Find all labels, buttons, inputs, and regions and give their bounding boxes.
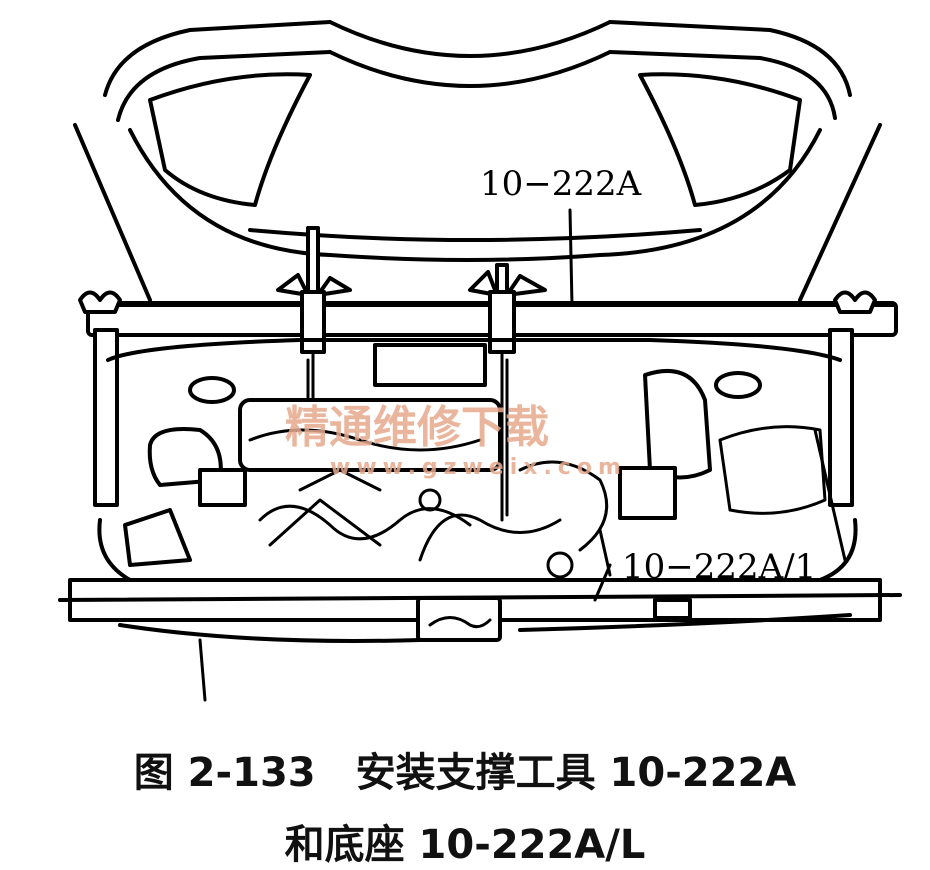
watermark-url: www.gzweix.com [330,455,627,480]
watermark-text: 精通维修下载 [285,402,549,453]
engine-bay-diagram: 10−222A 10−222A/1 精通维修下载 www.gzweix.com [58,20,902,702]
engine-bay [97,338,858,582]
label-base-10-222a-1: 10−222A/1 [622,547,816,587]
front-panel [58,578,902,702]
support-bar [78,290,898,507]
figure-caption-line-2: 和底座 10-222A/L [284,822,646,868]
leader-lines [568,208,612,602]
hood [73,20,882,302]
label-tool-10-222a: 10−222A [480,164,642,204]
figure-caption-line-1: 图 2-133 安装支撑工具 10-222A [133,750,797,796]
